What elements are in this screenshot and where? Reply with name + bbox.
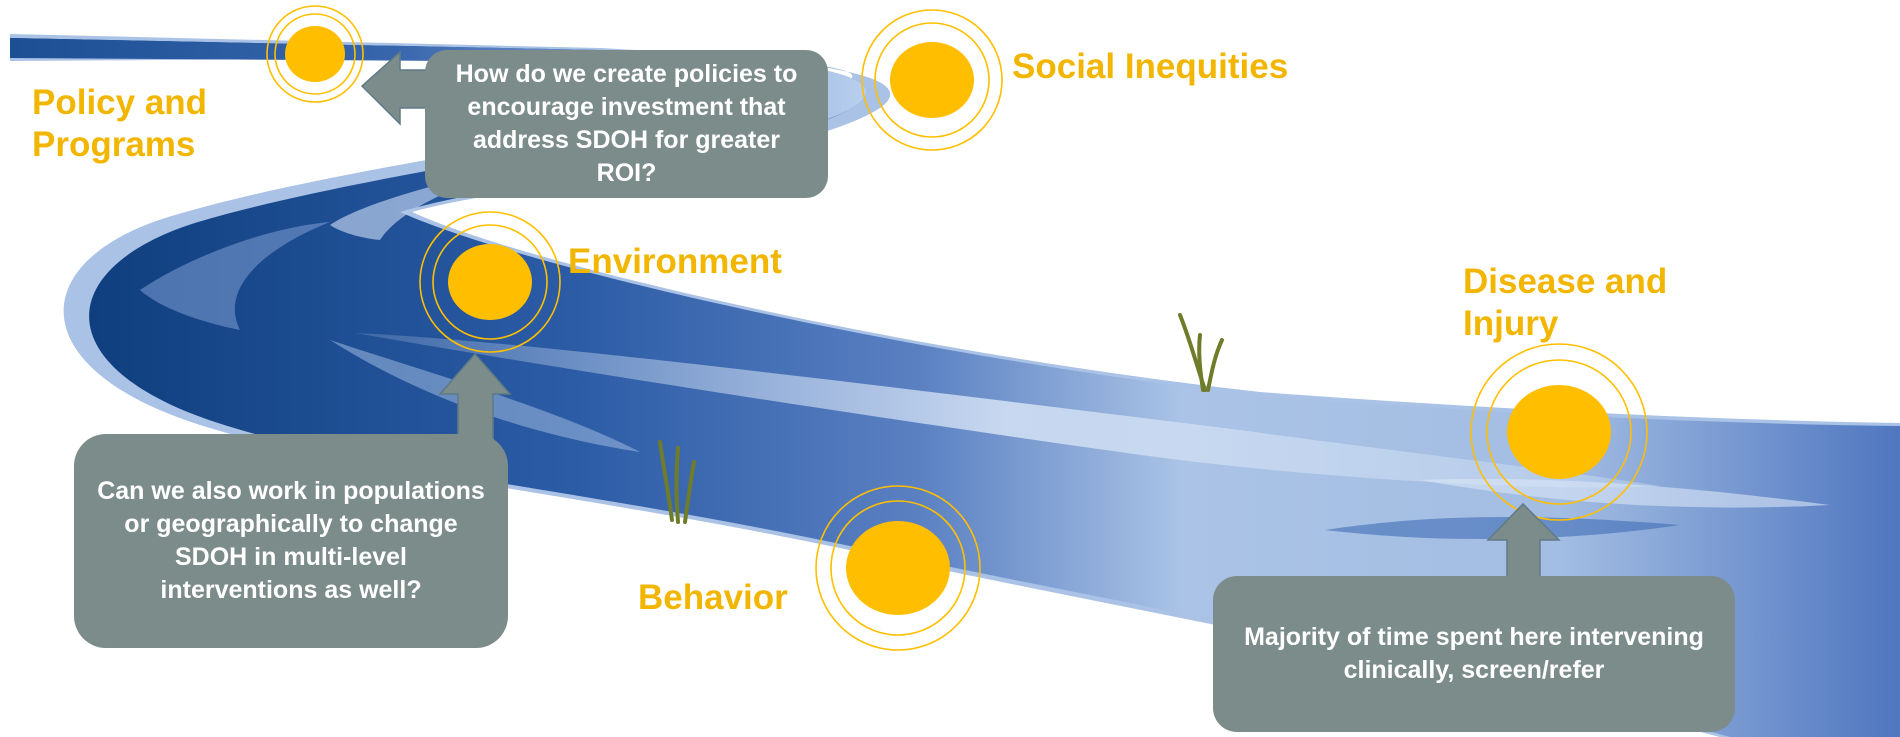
- water-streak: [140, 222, 330, 330]
- sun-icon: [861, 9, 1003, 151]
- stage-label-environment: Environment: [568, 242, 782, 281]
- water-streak: [1420, 478, 1830, 508]
- callout-population-question: Can we also work in populations or geogr…: [74, 434, 508, 648]
- stage-label-social-inequities: Social Inequities: [1012, 47, 1289, 86]
- callout-clinical-note-text: Majority of time spent here intervening …: [1244, 623, 1704, 684]
- sun-icon: [266, 5, 364, 103]
- river-body: [10, 38, 1900, 737]
- stage-label-behavior: Behavior: [638, 578, 788, 617]
- grass-tuft-icon: [1178, 313, 1224, 392]
- grass-tuft-icon: [658, 440, 696, 524]
- sun-icon: [419, 211, 561, 353]
- callout-policy-question-text: How do we create policies to encourage i…: [455, 60, 798, 187]
- sun-icon: [1470, 343, 1648, 521]
- callout-clinical-note: Majority of time spent here intervening …: [1213, 576, 1735, 732]
- callout-population-question-text: Can we also work in populations or geogr…: [97, 477, 485, 604]
- stage-label-disease-injury: Disease and Injury: [1463, 262, 1668, 343]
- callout-policy-question: How do we create policies to encourage i…: [425, 50, 828, 198]
- sun-icon: [815, 485, 981, 651]
- stage-label-policy-programs: Policy and Programs: [32, 83, 208, 164]
- water-streak: [355, 333, 1660, 488]
